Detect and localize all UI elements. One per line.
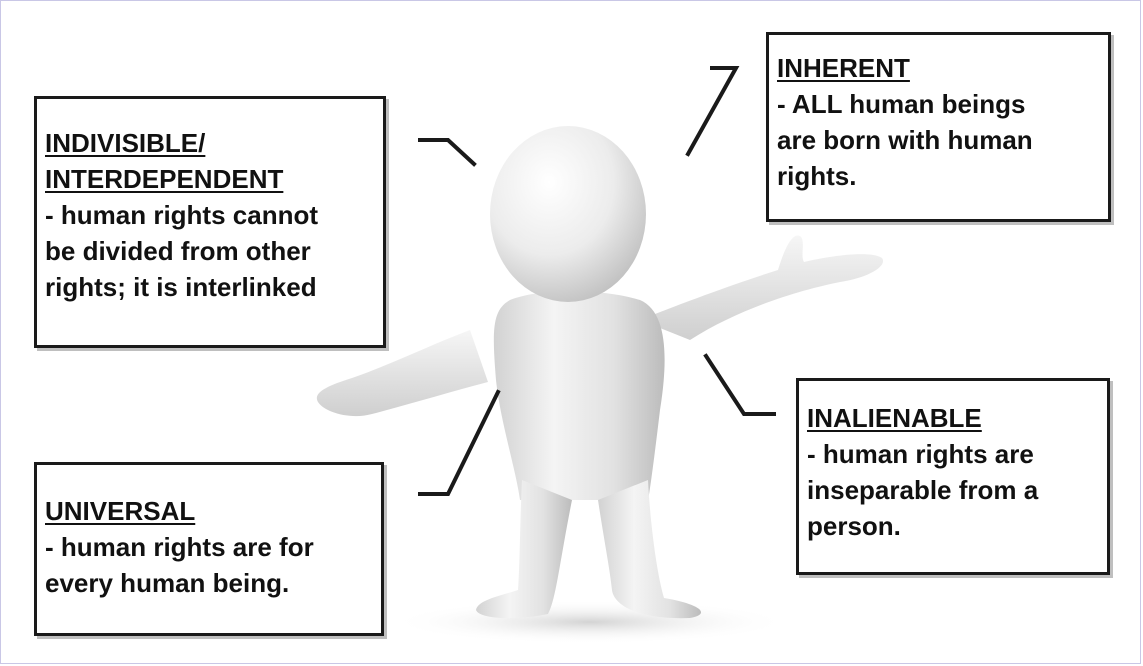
figure-head — [490, 126, 646, 302]
inherent-desc-line2: are born with human — [777, 125, 1033, 155]
connector-inherent — [685, 66, 740, 157]
inalienable-heading: INALIENABLE — [807, 403, 982, 433]
connector-inalienable — [703, 353, 776, 416]
inherent-heading: INHERENT — [777, 53, 910, 83]
person-figure-icon — [316, 126, 884, 619]
universal-heading: UNIVERSAL — [45, 496, 196, 526]
universal-desc-line1: - human rights are for — [45, 532, 314, 562]
figure-torso — [493, 291, 665, 500]
figure-left-arm — [316, 330, 488, 417]
inherent-desc-line3: rights. — [777, 161, 857, 191]
figure-right-arm — [640, 235, 884, 340]
inalienable-desc-line2: inseparable from a — [807, 475, 1039, 505]
inalienable-box: INALIENABLE - human rights are inseparab… — [796, 378, 1110, 575]
figure-right-leg — [598, 480, 702, 619]
indivisible-desc-line2: be divided from other — [45, 236, 311, 266]
inherent-box: INHERENT - ALL human beings are born wit… — [766, 32, 1111, 222]
indivisible-heading-line2: INTERDEPENDENT — [45, 164, 284, 194]
connector-indivisible — [418, 138, 477, 167]
universal-box: UNIVERSAL - human rights are for every h… — [34, 462, 384, 636]
universal-desc-line2: every human being. — [45, 568, 290, 598]
inalienable-desc-line1: - human rights are — [807, 439, 1034, 469]
inherent-desc-line1: - ALL human beings — [777, 89, 1026, 119]
indivisible-box: INDIVISIBLE/ INTERDEPENDENT - human righ… — [34, 96, 386, 348]
figure-left-leg — [476, 480, 572, 619]
indivisible-desc-line1: - human rights cannot — [45, 200, 318, 230]
indivisible-desc-line3: rights; it is interlinked — [45, 272, 317, 302]
figure-shadow — [390, 600, 790, 644]
connector-universal — [418, 389, 501, 496]
inalienable-desc-line3: person. — [807, 511, 901, 541]
indivisible-heading-line1: INDIVISIBLE/ — [45, 128, 206, 158]
